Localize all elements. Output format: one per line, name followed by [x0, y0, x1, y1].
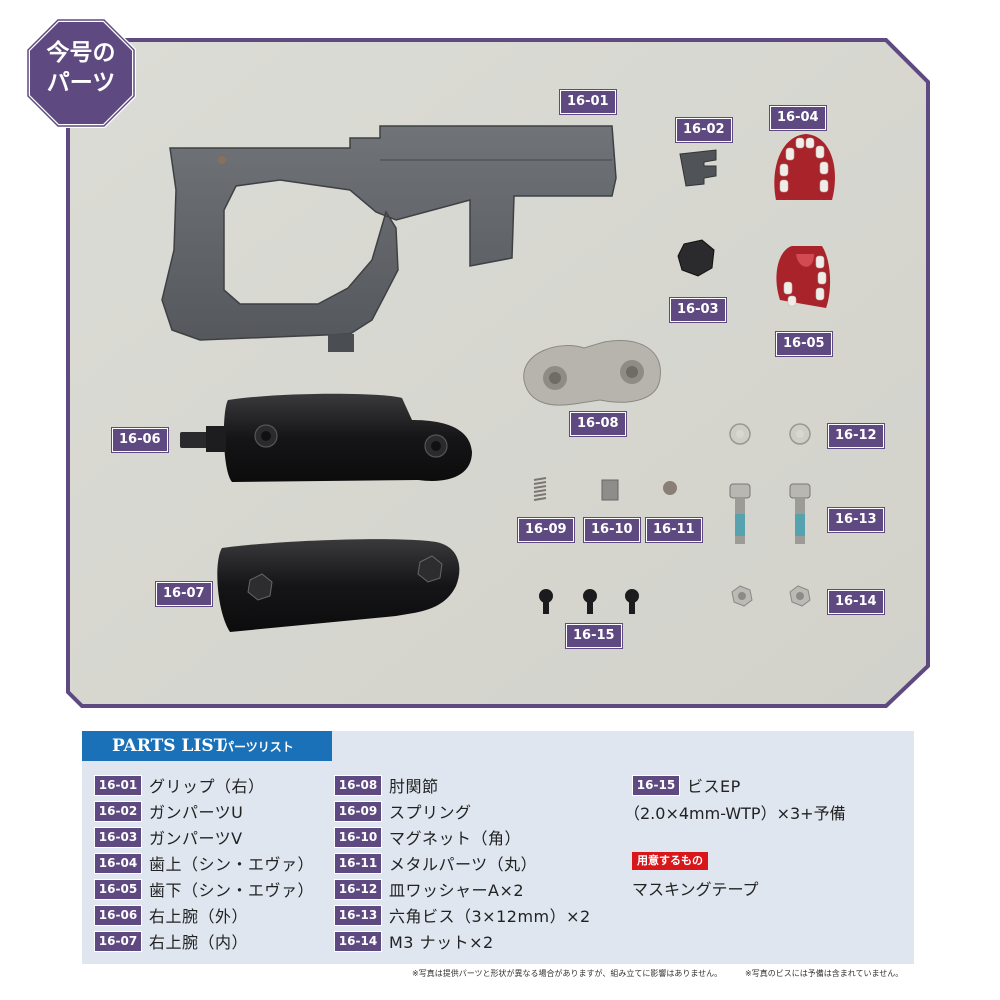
part-16-04-teeth-upper: [774, 134, 835, 200]
part-name: 六角ビス（3×12mm）×2: [389, 907, 591, 926]
part-name: M3 ナット×2: [389, 933, 494, 952]
part-number: 16-11: [334, 852, 382, 874]
part-16-02: [679, 149, 717, 187]
photo-label-16-03: 16-03: [670, 298, 726, 322]
list-item: 16-15 ビスEP: [632, 774, 741, 796]
list-item: 16-14 M3 ナット×2: [334, 930, 494, 952]
photo-label-16-04: 16-04: [770, 106, 826, 130]
parts-list-header: [82, 731, 332, 761]
part-number: 16-15: [632, 774, 680, 796]
list-item: 16-09 スプリング: [334, 800, 472, 822]
badge-title: 今号の パーツ: [26, 38, 136, 98]
photo-frame-border: [66, 38, 930, 708]
photo-label-16-14: 16-14: [828, 590, 884, 614]
part-number: 16-04: [94, 852, 142, 874]
part-number: 16-07: [94, 930, 142, 952]
list-item: 16-03 ガンパーツV: [94, 826, 243, 848]
photo-label-16-13: 16-13: [828, 508, 884, 532]
part-16-06-upper-arm-outer: [180, 393, 472, 482]
photo-label-16-11: 16-11: [646, 518, 702, 542]
parts-list-title: PARTS LIST: [112, 736, 227, 756]
part-number: 16-09: [334, 800, 382, 822]
part-name: ガンパーツU: [149, 803, 244, 822]
part-number: 16-02: [94, 800, 142, 822]
part-name: 皿ワッシャーA×2: [389, 881, 525, 900]
part-name: メタルパーツ（丸）: [389, 855, 538, 874]
part-16-14-nuts: [731, 585, 811, 607]
part-name: スプリング: [389, 803, 472, 822]
list-item: 16-05 歯下（シン・エヴァ）: [94, 878, 314, 900]
list-item: 16-07 右上腕（内）: [94, 930, 248, 952]
part-16-03: [677, 239, 715, 277]
list-item: 16-12 皿ワッシャーA×2: [334, 878, 524, 900]
part-16-15-screws: [539, 589, 639, 614]
list-item: 16-11 メタルパーツ（丸）: [334, 852, 537, 874]
list-item: 16-02 ガンパーツU: [94, 800, 243, 822]
photo-label-16-10: 16-10: [584, 518, 640, 542]
footnote-left: ※写真は提供パーツと形状が異なる場合がありますが、組み立てに影響はありません。: [412, 969, 723, 978]
list-item: 16-10 マグネット（角）: [334, 826, 521, 848]
list-item: 16-06 右上腕（外）: [94, 904, 248, 926]
part-name: 右上腕（外）: [149, 907, 249, 926]
badge-line-1: 今号の: [46, 40, 116, 66]
part-number: 16-13: [334, 904, 382, 926]
list-item: 16-08 肘関節: [334, 774, 439, 796]
photo-label-16-01: 16-01: [560, 90, 616, 114]
part-16-09-spring: [533, 477, 547, 501]
part-number: 16-03: [94, 826, 142, 848]
part-16-08-elbow-joint: [523, 340, 661, 406]
part-name: 歯上（シン・エヴァ）: [149, 855, 315, 874]
part-16-10-magnet: [601, 479, 619, 501]
part-number: 16-14: [334, 930, 382, 952]
part-number: 16-05: [94, 878, 142, 900]
photo-label-16-07: 16-07: [156, 582, 212, 606]
part-16-05-teeth-lower: [776, 246, 831, 308]
part-number: 16-08: [334, 774, 382, 796]
parts-list-subtitle: パーツリスト: [222, 740, 294, 754]
part-name: ガンパーツV: [149, 829, 243, 848]
photo-label-16-06: 16-06: [112, 428, 168, 452]
part-name: グリップ（右）: [149, 777, 265, 796]
photo-label-16-12: 16-12: [828, 424, 884, 448]
photo-label-16-09: 16-09: [518, 518, 574, 542]
list-item: 16-04 歯上（シン・エヴァ）: [94, 852, 314, 874]
part-detail: （2.0×4mm-WTP）×3+予備: [624, 804, 846, 823]
photo-label-16-08: 16-08: [570, 412, 626, 436]
part-name: マグネット（角）: [389, 829, 522, 848]
part-name: 歯下（シン・エヴァ）: [149, 881, 315, 900]
part-name: ビスEP: [687, 777, 741, 796]
part-number: 16-12: [334, 878, 382, 900]
parts-photo: [26, 18, 930, 708]
photo-label-16-02: 16-02: [676, 118, 732, 142]
footnote-right: ※写真のビスには予備は含まれていません。: [745, 969, 904, 978]
photo-label-16-15: 16-15: [566, 624, 622, 648]
part-16-01-grip: [161, 125, 617, 352]
part-16-13-hex-screws: [729, 483, 811, 544]
part-16-12-washers: [729, 423, 811, 445]
part-16-11-metal-round: [663, 481, 677, 495]
required-item: マスキングテープ: [632, 880, 759, 899]
part-number: 16-01: [94, 774, 142, 796]
photo-label-16-05: 16-05: [776, 332, 832, 356]
part-name: 右上腕（内）: [149, 933, 249, 952]
list-item: 16-13 六角ビス（3×12mm）×2: [334, 904, 591, 926]
badge-line-2: パーツ: [46, 70, 116, 96]
parts-list-panel: [82, 731, 914, 964]
part-16-07-upper-arm-inner: [217, 539, 460, 632]
part-number: 16-06: [94, 904, 142, 926]
part-name: 肘関節: [389, 777, 439, 796]
required-items-badge: 用意するもの: [632, 852, 708, 870]
list-item: 16-01 グリップ（右）: [94, 774, 265, 796]
part-number: 16-10: [334, 826, 382, 848]
